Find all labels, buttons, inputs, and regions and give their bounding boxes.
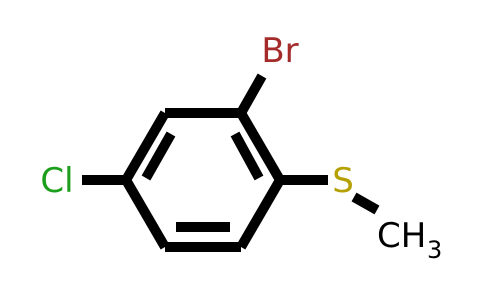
atom-label-cl: Cl (40, 161, 73, 201)
atom-label-ch3-subscript: 3 (427, 236, 442, 264)
ring-bond-c6-c1 (121, 110, 170, 183)
ring-bond-c5-c6 (121, 177, 170, 250)
atom-label-ch3-main: CH (377, 216, 426, 256)
atom-label-s: S (332, 161, 354, 201)
atom-label-ch3: CH 3 (377, 216, 442, 264)
ring-bond-c3-c4 (236, 177, 285, 250)
bond-s-ch3 (351, 192, 380, 215)
atom-label-br: Br (261, 31, 298, 71)
ring-double-bond-c1-c6 (141, 131, 176, 181)
bond-ring-br (236, 73, 267, 116)
ring-double-bond-c2-c3 (230, 131, 264, 181)
ring-bond-c2-c3 (236, 110, 285, 183)
benzene-ring (121, 108, 285, 252)
